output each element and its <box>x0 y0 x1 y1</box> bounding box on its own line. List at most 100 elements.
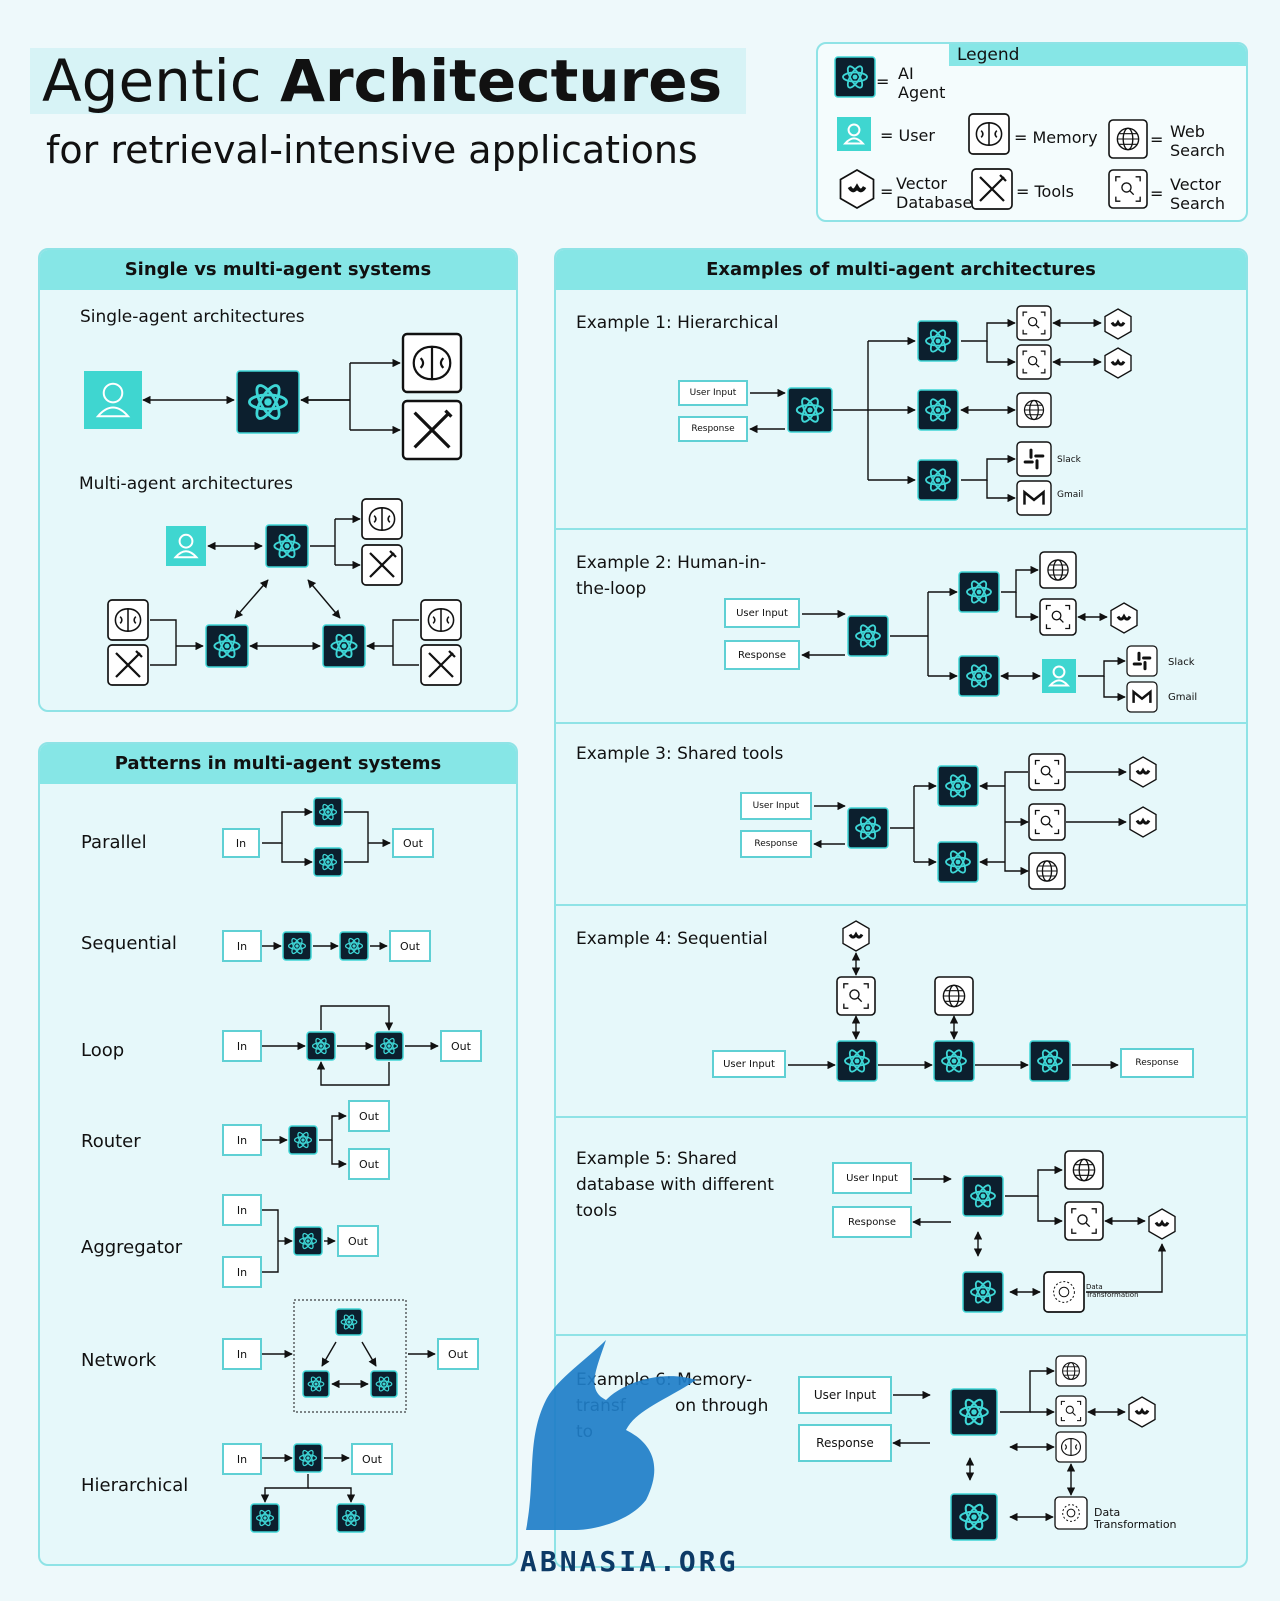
legend-web-label-1: Web <box>1170 122 1205 141</box>
legend-ai-label-2: Agent <box>898 83 946 102</box>
network-out: Out <box>437 1338 479 1370</box>
tools-icon <box>971 168 1013 210</box>
ex2-response: Response <box>724 640 800 670</box>
legend-web-eq: = <box>1150 130 1164 149</box>
parallel-in: In <box>222 828 260 858</box>
slack-icon <box>1126 645 1158 677</box>
web-search-icon <box>1108 119 1148 159</box>
legend-vs-label-2: Search <box>1170 194 1225 213</box>
legend-title: Legend <box>949 44 1246 66</box>
ai-agent-icon <box>917 459 959 501</box>
data-transformation-icon <box>1043 1271 1085 1313</box>
examples-divider-1 <box>556 528 1246 530</box>
ex2-user-input: User Input <box>724 598 800 628</box>
web-search-icon <box>1064 1150 1104 1190</box>
vector-search-icon <box>1028 753 1066 791</box>
ai-agent-icon <box>950 1493 998 1541</box>
legend-tools-label: = Tools <box>1016 182 1074 201</box>
ai-agent-icon <box>250 1503 280 1533</box>
ex6-data-label-1: Data <box>1094 1506 1121 1519</box>
web-search-icon <box>1055 1355 1087 1387</box>
ex5-response: Response <box>832 1206 912 1238</box>
ai-agent-icon <box>917 389 959 431</box>
vector-search-icon <box>1028 803 1066 841</box>
patterns-panel: Patterns in multi-agent systems <box>38 742 518 1566</box>
example-3-label: Example 3: Shared tools <box>576 744 784 764</box>
vector-search-icon <box>1108 169 1148 209</box>
vector-search-icon <box>836 976 876 1016</box>
ai-agent-icon <box>336 1503 366 1533</box>
ex6-data-label-2: Transformation <box>1094 1518 1177 1531</box>
examples-divider-5 <box>556 1334 1246 1336</box>
ex1-gmail-label: Gmail <box>1057 490 1084 500</box>
data-transformation-icon <box>1054 1496 1088 1530</box>
patterns-title: Patterns in multi-agent systems <box>40 744 516 784</box>
user-icon <box>1042 659 1076 693</box>
legend-vdb-eq: = <box>880 182 894 201</box>
tools-icon <box>401 399 463 461</box>
ai-agent-icon <box>933 1040 975 1082</box>
ai-agent-icon <box>282 931 312 961</box>
single-vs-multi-title: Single vs multi-agent systems <box>40 250 516 290</box>
ai-agent-icon <box>374 1031 404 1061</box>
router-out-1: Out <box>348 1100 390 1132</box>
user-icon <box>837 117 871 151</box>
aggregator-in-2: In <box>222 1256 262 1288</box>
watermark-text: ABNASIA.ORG <box>520 1545 739 1578</box>
tools-icon <box>107 644 149 686</box>
vector-database-icon <box>1129 806 1157 838</box>
legend-vdb-label-1: Vector <box>896 174 947 193</box>
pattern-loop-label: Loop <box>81 1040 125 1061</box>
aggregator-in-1: In <box>222 1194 262 1226</box>
example-4-label: Example 4: Sequential <box>576 929 768 949</box>
ex2-slack-label: Slack <box>1168 657 1195 668</box>
vector-database-icon <box>1128 1396 1156 1428</box>
pattern-network-label: Network <box>81 1350 157 1371</box>
multi-agent-label: Multi-agent architectures <box>79 474 293 494</box>
memory-icon <box>1055 1431 1087 1463</box>
ex1-user-input: User Input <box>678 380 748 406</box>
griffin-watermark-icon <box>526 1340 696 1530</box>
ai-agent-icon <box>322 624 366 668</box>
ex6-response: Response <box>798 1424 892 1462</box>
vector-database-icon <box>839 169 875 209</box>
vector-database-icon <box>1148 1208 1176 1240</box>
ai-agent-icon <box>313 797 343 827</box>
tools-icon <box>361 544 403 586</box>
ex1-slack-label: Slack <box>1057 455 1081 465</box>
ex2-gmail-label: Gmail <box>1168 692 1198 703</box>
ex5-user-input: User Input <box>832 1162 912 1194</box>
ai-agent-icon <box>937 841 979 883</box>
example-6-label-3: on through <box>675 1396 769 1416</box>
tools-icon <box>420 644 462 686</box>
examples-divider-2 <box>556 722 1246 724</box>
web-search-icon <box>934 976 974 1016</box>
memory-icon <box>420 599 462 641</box>
ai-agent-icon <box>834 56 876 98</box>
ex4-response: Response <box>1120 1048 1194 1078</box>
vector-database-icon <box>1104 308 1132 340</box>
ai-agent-icon <box>937 765 979 807</box>
pattern-router-label: Router <box>81 1131 141 1152</box>
ex5-data-transformation-label: Data Transformation <box>1086 1283 1139 1299</box>
page-subtitle: for retrieval-intensive applications <box>46 128 698 172</box>
hierarchical-in: In <box>222 1443 262 1475</box>
examples-divider-3 <box>556 904 1246 906</box>
ai-agent-icon <box>787 387 833 433</box>
ai-agent-icon <box>917 320 959 362</box>
legend-web-label-2: Search <box>1170 141 1225 160</box>
legend-memory-label: = Memory <box>1014 128 1098 147</box>
memory-icon <box>401 332 463 394</box>
memory-icon <box>361 498 403 540</box>
network-in: In <box>222 1338 262 1370</box>
ai-agent-icon <box>950 1388 998 1436</box>
title-highlight <box>30 48 746 114</box>
user-icon <box>166 526 206 566</box>
ai-agent-icon <box>205 624 249 668</box>
ai-agent-icon <box>847 615 889 657</box>
examples-panel: Examples of multi-agent architectures <box>554 248 1248 1568</box>
pattern-hierarchical-label: Hierarchical <box>81 1475 189 1496</box>
ex6-user-input: User Input <box>798 1376 892 1414</box>
vector-search-icon <box>1055 1395 1087 1427</box>
